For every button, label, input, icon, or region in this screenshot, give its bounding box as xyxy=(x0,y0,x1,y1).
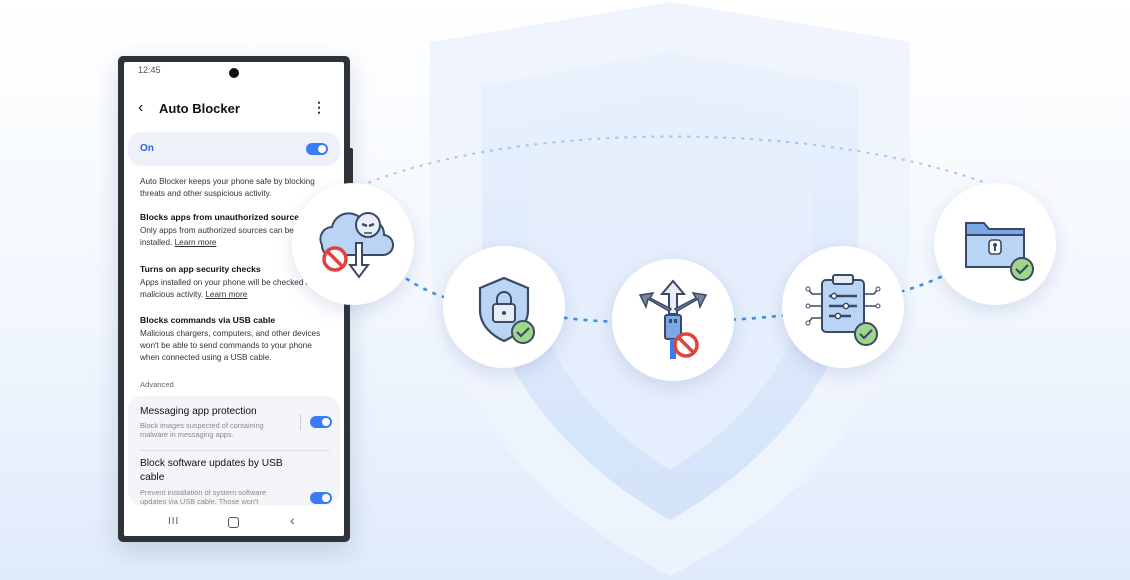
locked-folder-check-icon xyxy=(965,222,1034,281)
row-divider xyxy=(300,414,301,430)
feature-circle-unauthorized-sources xyxy=(292,183,414,305)
setting-subtitle: Block images suspected of containing xyxy=(140,421,264,430)
usb-blocked-icon xyxy=(638,279,708,359)
feature-desc-line: when connected using a USB cable. xyxy=(140,353,272,362)
setting-subtitle: Prevent installation of system software xyxy=(140,488,267,497)
cloud-download-blocked-icon xyxy=(319,212,394,279)
feature-desc-line: Malicious chargers, computers, and other… xyxy=(140,329,321,338)
more-vert-icon[interactable]: ⋮ xyxy=(312,99,326,115)
master-toggle-row[interactable]: On xyxy=(128,132,340,166)
feature-circle-security-checks xyxy=(443,246,565,368)
app-bar: ‹ Auto Blocker ⋮ xyxy=(124,96,344,124)
learn-more-link[interactable]: Learn more xyxy=(205,290,248,299)
feature-title-usb-commands: Blocks commands via USB cable xyxy=(140,315,276,325)
feature-circle-system-checks xyxy=(782,246,904,368)
shield-lock-check-icon xyxy=(478,276,535,344)
setting-subtitle: malware in messaging apps. xyxy=(140,430,234,439)
front-camera xyxy=(229,68,239,78)
master-toggle-label: On xyxy=(140,143,154,154)
phone-screen: 12:45 ‹ Auto Blocker ⋮ On Auto Blocker k… xyxy=(124,62,344,536)
feature-title-security-checks: Turns on app security checks xyxy=(140,264,261,274)
feature-desc-line: won't be able to send commands to your p… xyxy=(140,341,312,350)
usb-updates-toggle[interactable] xyxy=(310,492,332,504)
feature-desc-line: Only apps from authorized sources can be xyxy=(140,226,294,235)
advanced-section-label: Advanced xyxy=(140,380,174,389)
setting-title: Block software updates by USB xyxy=(140,458,283,469)
setting-subtitle: updates via USB cable. Those won't xyxy=(140,497,259,506)
nav-bar: III ‹ xyxy=(124,508,344,536)
list-divider xyxy=(140,450,330,451)
feature-circle-usb-commands xyxy=(612,259,734,381)
feature-circle-secure-folder xyxy=(934,183,1056,305)
phone-device: 12:45 ‹ Auto Blocker ⋮ On Auto Blocker k… xyxy=(118,56,353,542)
advanced-settings-card: Messaging app protection Block images su… xyxy=(128,396,340,506)
intro-line-2: threats and other suspicious activity. xyxy=(140,189,272,198)
learn-more-link[interactable]: Learn more xyxy=(174,238,217,247)
phone-side-button xyxy=(350,148,353,192)
clipboard-security-check-icon xyxy=(805,274,881,346)
setting-title: cable xyxy=(140,472,165,483)
messaging-protection-toggle[interactable] xyxy=(310,416,332,428)
setting-title: Messaging app protection xyxy=(140,406,257,417)
home-icon[interactable] xyxy=(228,517,239,528)
feature-desc-line: Apps installed on your phone will be che… xyxy=(140,278,316,287)
status-time: 12:45 xyxy=(138,65,161,75)
intro-line-1: Auto Blocker keeps your phone safe by bl… xyxy=(140,177,315,186)
master-toggle-switch[interactable] xyxy=(306,143,328,155)
feature-title-unauthorized-sources: Blocks apps from unauthorized sources xyxy=(140,212,304,222)
feature-desc-line: malicious activity. Learn more xyxy=(140,290,248,299)
recent-apps-button[interactable]: III xyxy=(168,516,180,527)
nav-back-icon[interactable]: ‹ xyxy=(290,512,295,528)
chevron-left-icon[interactable]: ‹ xyxy=(138,99,144,116)
feature-desc-line: installed. Learn more xyxy=(140,238,217,247)
page-title: Auto Blocker xyxy=(159,101,240,116)
